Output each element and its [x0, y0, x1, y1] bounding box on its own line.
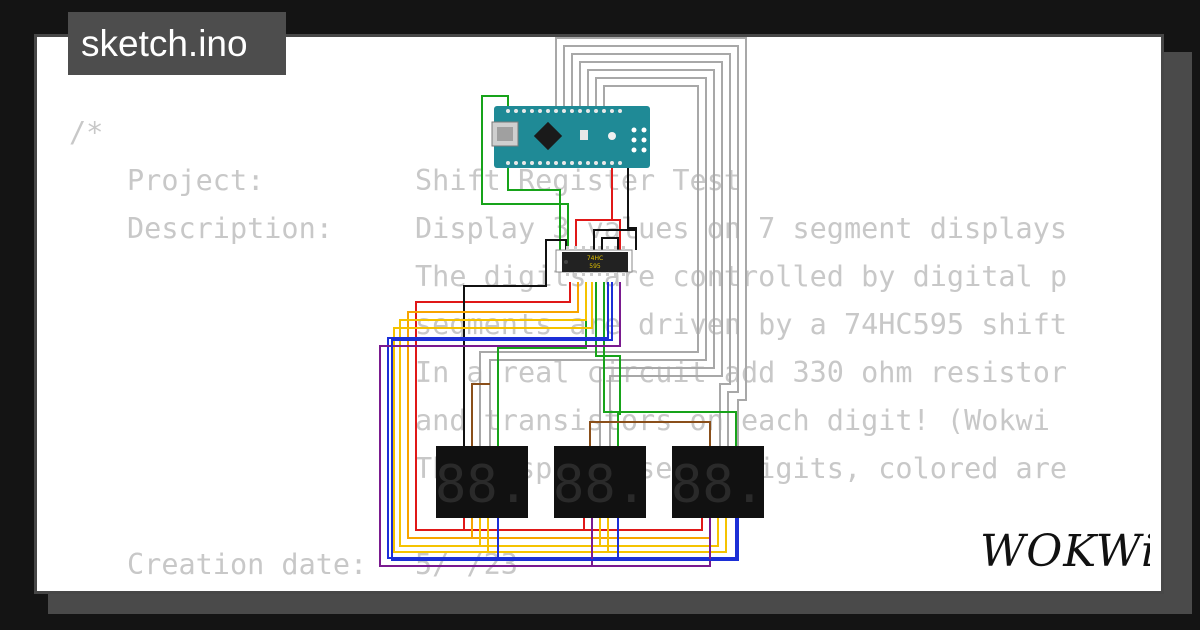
comment-key: Description: — [127, 212, 333, 245]
seven-segment-display-3[interactable]: 88. — [671, 446, 765, 518]
comment-value: 5/ /23 — [415, 548, 518, 581]
seven-segment-display-1[interactable]: 88. — [435, 446, 529, 518]
display-3-digits: 88. — [671, 455, 765, 515]
comment-key: Project: — [127, 164, 265, 197]
comment-value: Display 3 values on 7 segment displays — [415, 212, 1068, 245]
wokwi-logo: WOKWi — [980, 526, 1150, 576]
comment-line: Creation date: 5/ /23 — [69, 541, 1067, 589]
red-wires — [415, 168, 703, 531]
svg-text:WOKWi: WOKWi — [980, 526, 1150, 576]
display-2-digits: 88. — [553, 455, 647, 515]
chip-label-line2: 595 — [589, 263, 601, 270]
comment-line: Description: Display 3 values on 7 segmen… — [69, 205, 1067, 253]
header-pins-bottom — [506, 161, 622, 165]
comment-key: Creation date: — [127, 548, 368, 581]
display-1-digits: 88. — [435, 455, 529, 515]
file-tab[interactable]: sketch.ino — [68, 12, 286, 75]
seven-segment-display-2[interactable]: 88. — [553, 446, 647, 518]
digit-select-wires — [479, 37, 747, 446]
comment-value: and transistors on each digit! (Wokwi — [415, 404, 1050, 437]
segment-bus-wires — [379, 282, 739, 567]
shift-register-chip[interactable]: 74HC 595 — [555, 246, 633, 276]
chip-label-line1: 74HC — [587, 255, 603, 262]
comment-open: /* — [69, 116, 104, 149]
comment-line: and transistors on each digit! (Wokwi — [69, 397, 1067, 445]
arduino-nano-board[interactable] — [491, 106, 650, 168]
brown-wires — [471, 383, 711, 446]
header-pins-top — [506, 109, 622, 113]
